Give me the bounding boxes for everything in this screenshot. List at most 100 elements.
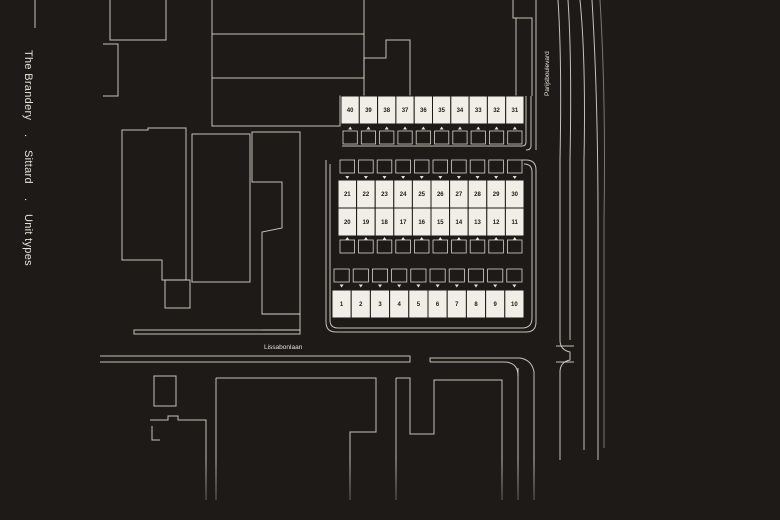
unit-4[interactable]: 4: [389, 289, 410, 319]
unit-6[interactable]: 6: [427, 289, 448, 319]
entrance-arrow-icon: [363, 237, 368, 240]
unit-31[interactable]: 31: [505, 95, 525, 125]
unit-number: 6: [436, 302, 440, 308]
parking-bay: [333, 268, 350, 283]
unit-number: 35: [438, 108, 445, 114]
unit-27[interactable]: 27: [449, 179, 469, 209]
entrance-arrow-icon: [474, 284, 478, 288]
unit-38[interactable]: 38: [377, 95, 397, 125]
unit-25[interactable]: 25: [411, 179, 432, 209]
unit-block[interactable]: [505, 95, 525, 125]
entrance-arrow-icon: [457, 126, 462, 130]
unit-37[interactable]: 37: [395, 95, 415, 125]
parking-bay: [432, 239, 449, 254]
entrance-arrow-icon: [476, 126, 481, 130]
title-project: The Brandery: [22, 50, 34, 121]
unit-30[interactable]: 30: [504, 179, 525, 209]
parking-bay: [397, 130, 413, 145]
map-title: The Brandery . Sittard . Unit types: [22, 50, 34, 276]
parking-bay: [339, 239, 356, 254]
unit-35[interactable]: 35: [432, 95, 452, 125]
unit-number: 13: [474, 220, 481, 226]
unit-36[interactable]: 36: [413, 95, 434, 125]
unit-17[interactable]: 17: [393, 207, 413, 237]
unit-number: 14: [456, 220, 463, 226]
unit-number: 2: [359, 302, 363, 308]
parking-bay: [415, 130, 431, 145]
unit-number: 25: [418, 192, 425, 198]
unit-number: 33: [475, 108, 482, 114]
unit-number: 22: [363, 192, 370, 198]
unit-13[interactable]: 13: [467, 207, 488, 237]
parking-bay: [360, 130, 376, 145]
parking-bay: [379, 130, 395, 145]
entrance-arrow-icon: [378, 284, 382, 288]
entrance-arrow-icon: [438, 176, 443, 179]
unit-32[interactable]: 32: [486, 95, 507, 125]
unit-number: 15: [437, 220, 444, 226]
unit-14[interactable]: 14: [449, 207, 469, 237]
parking-bay: [429, 268, 446, 283]
unit-39[interactable]: 39: [358, 95, 379, 125]
unit-24[interactable]: 24: [393, 179, 413, 209]
unit-number: 30: [511, 192, 518, 198]
unit-3[interactable]: 3: [369, 289, 391, 319]
parking-bay: [488, 159, 504, 174]
unit-33[interactable]: 33: [468, 95, 488, 125]
entrance-arrow-icon: [419, 176, 424, 179]
unit-number: 7: [455, 302, 459, 308]
unit-12[interactable]: 12: [486, 207, 506, 237]
title-separator: .: [22, 133, 34, 137]
unit-40[interactable]: 40: [340, 95, 360, 125]
parking-bay: [469, 239, 486, 254]
entrance-arrow-icon: [358, 284, 363, 288]
unit-18[interactable]: 18: [374, 207, 395, 237]
entrance-arrow-icon: [403, 126, 408, 130]
parking-bay: [506, 268, 523, 283]
parking-bay: [488, 130, 505, 145]
unit-8[interactable]: 8: [465, 289, 487, 319]
unit-1[interactable]: 1: [331, 289, 352, 319]
entrance-arrow-icon: [438, 237, 443, 240]
parking-bay: [451, 159, 467, 174]
unit-22[interactable]: 22: [356, 179, 376, 209]
unit-number: 20: [344, 220, 351, 226]
entrance-arrow-icon: [454, 284, 459, 288]
unit-10[interactable]: 10: [504, 289, 525, 319]
unit-number: 10: [511, 302, 518, 308]
unit-number: 9: [494, 302, 498, 308]
unit-21[interactable]: 21: [337, 179, 358, 209]
parking-bay: [506, 239, 523, 254]
unit-number: 3: [378, 302, 382, 308]
parking-bay: [395, 239, 411, 254]
entrance-arrow-icon: [382, 176, 387, 179]
unit-block[interactable]: [504, 207, 525, 237]
unit-19[interactable]: 19: [356, 207, 376, 237]
unit-7[interactable]: 7: [446, 289, 467, 319]
unit-number: 38: [383, 108, 390, 114]
unit-23[interactable]: 23: [374, 179, 395, 209]
parking-bay: [410, 268, 427, 283]
unit-16[interactable]: 16: [411, 207, 432, 237]
unit-2[interactable]: 2: [350, 289, 371, 319]
entrance-arrow-icon: [366, 126, 371, 130]
unit-block[interactable]: [504, 289, 525, 319]
unit-11[interactable]: 11: [504, 207, 525, 237]
entrance-arrow-icon: [339, 284, 344, 288]
unit-34[interactable]: 34: [450, 95, 470, 125]
unit-number: 24: [400, 192, 407, 198]
unit-15[interactable]: 15: [430, 207, 451, 237]
unit-29[interactable]: 29: [486, 179, 506, 209]
street-label-parijsboulevard: Parijsboulevard: [544, 51, 551, 96]
unit-9[interactable]: 9: [485, 289, 506, 319]
parijsboulevard-road: [535, 0, 605, 460]
parking-bay: [432, 159, 449, 174]
unit-number: 17: [400, 220, 407, 226]
unit-28[interactable]: 28: [467, 179, 488, 209]
unit-26[interactable]: 26: [430, 179, 451, 209]
entrance-arrow-icon: [493, 284, 498, 288]
unit-20[interactable]: 20: [337, 207, 358, 237]
parking-bay: [467, 268, 484, 283]
parking-bay: [434, 130, 450, 145]
unit-5[interactable]: 5: [408, 289, 429, 319]
